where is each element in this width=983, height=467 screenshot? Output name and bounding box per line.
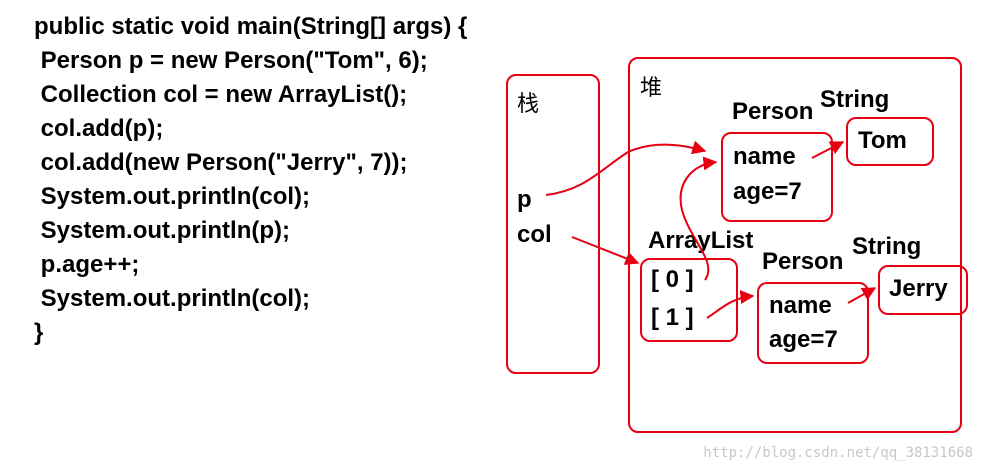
arrow-name-to-jerry: [847, 287, 877, 304]
stack-title: 栈: [517, 92, 540, 117]
arrow-name-to-tom: [811, 141, 845, 159]
heap-box: [628, 57, 962, 433]
person-bottom-name: name: [769, 292, 832, 319]
arrow-col-to-arraylist: [571, 236, 640, 265]
string-top-title: String: [820, 86, 890, 113]
arraylist-index-1: [ 1 ]: [651, 304, 694, 331]
person-top-name: name: [733, 143, 796, 170]
person-bottom-age: age=7: [769, 326, 838, 353]
person-top-age: age=7: [733, 178, 802, 205]
code-line: col.add(new Person("Jerry", 7));: [34, 149, 408, 176]
code-line: Collection col = new ArrayList();: [34, 81, 408, 108]
code-line: System.out.println(col);: [34, 285, 310, 312]
stack-var-p: p: [517, 186, 532, 213]
string-bottom-box: [878, 265, 968, 315]
code-line: p.age++;: [34, 251, 140, 278]
stack-var-col: col: [517, 221, 552, 248]
code-line: Person p = new Person("Tom", 6);: [34, 47, 428, 74]
arrow-p-to-person-top: [545, 140, 707, 196]
code-line: col.add(p);: [34, 115, 164, 142]
person-bottom-box: [757, 282, 869, 364]
string-top-box: [846, 117, 934, 166]
string-bottom-value: Jerry: [889, 275, 948, 302]
code-line: System.out.println(p);: [34, 217, 290, 244]
person-bottom-title: Person: [762, 248, 844, 275]
heap-title: 堆: [640, 76, 663, 101]
code-line: }: [34, 319, 44, 346]
code-line: public static void main(String[] args) {: [34, 13, 468, 40]
person-top-box: [721, 132, 833, 222]
code-block: public static void main(String[] args) {…: [34, 10, 467, 350]
string-top-value: Tom: [858, 127, 907, 154]
person-top-title: Person: [732, 98, 814, 125]
stack-box: [506, 74, 600, 374]
code-line: System.out.println(col);: [34, 183, 310, 210]
string-bottom-title: String: [852, 233, 922, 260]
arrow-index1-to-person-bottom: [706, 290, 755, 319]
arraylist-index-0: [ 0 ]: [651, 266, 694, 293]
arrow-index0-to-person-top: [679, 156, 718, 281]
watermark: http://blog.csdn.net/qq_38131668: [703, 445, 973, 461]
